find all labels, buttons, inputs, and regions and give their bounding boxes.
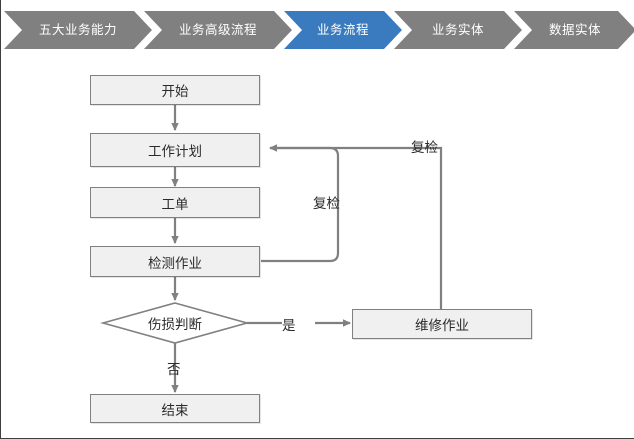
node-repair[interactable]: 维修作业	[352, 309, 532, 339]
node-start[interactable]: 开始	[90, 75, 260, 105]
node-workorder[interactable]: 工单	[90, 187, 260, 218]
edge-label-yes: 是	[282, 318, 296, 333]
edge-label-no: 否	[167, 362, 181, 377]
breadcrumb-item-2[interactable]: 业务高级流程	[144, 11, 292, 49]
breadcrumb: 五大业务能力 业务高级流程 业务流程 业务实体 数据实体	[4, 11, 632, 49]
breadcrumb-item-3[interactable]: 业务流程	[284, 11, 402, 49]
breadcrumb-item-4[interactable]: 业务实体	[394, 11, 522, 49]
node-workplan[interactable]: 工作计划	[90, 133, 260, 167]
node-end[interactable]: 结束	[90, 394, 260, 423]
edge-label-recheck-inner: 复检	[313, 196, 340, 211]
edge-recheck-outer	[270, 146, 443, 310]
breadcrumb-item-1[interactable]: 五大业务能力	[4, 11, 152, 49]
node-decision[interactable]: 伤损判断	[103, 303, 247, 343]
node-decision-label: 伤损判断	[148, 317, 202, 332]
breadcrumb-item-5[interactable]: 数据实体	[514, 11, 634, 49]
frame-left-border	[0, 0, 1, 439]
edge-label-recheck-outer: 复检	[411, 140, 438, 155]
node-inspection[interactable]: 检测作业	[90, 246, 260, 277]
